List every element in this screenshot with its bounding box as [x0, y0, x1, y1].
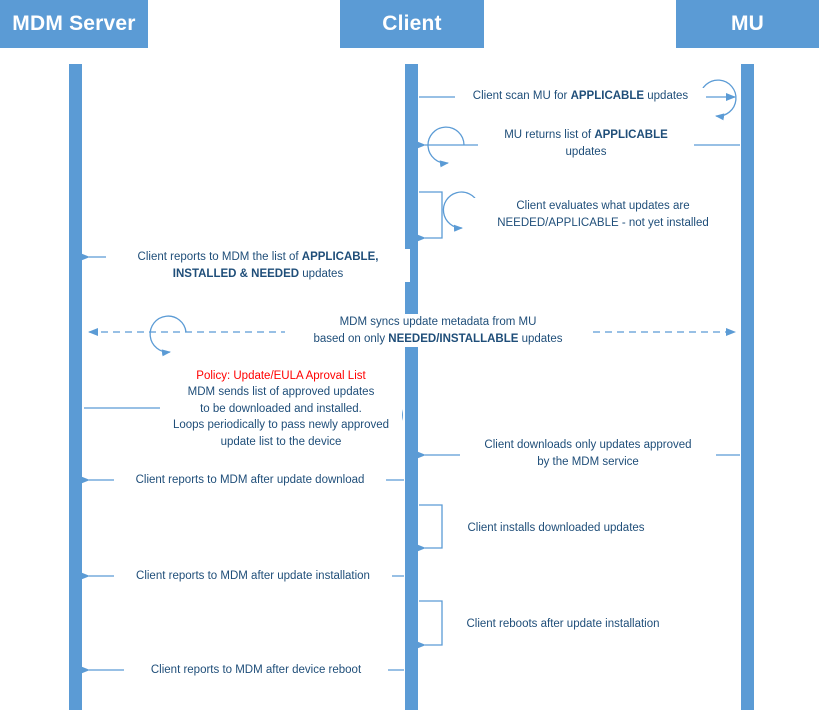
actor-label-mdm: MDM Server [12, 12, 136, 35]
message-arrow-m11 [416, 600, 443, 649]
message-arrow-m3 [416, 191, 479, 242]
actor-label-mu: MU [730, 12, 765, 35]
message-label-m11: Client reboots after update installation [452, 616, 674, 633]
message-arrow-m9 [416, 504, 443, 552]
message-label-m9: Client installs downloaded updates [450, 520, 662, 537]
message-label-m4: Client reports to MDM the list of APPLIC… [106, 249, 410, 283]
lifeline-mdm [69, 64, 82, 710]
actor-label-client: Client [382, 12, 442, 35]
lifeline-mu [741, 64, 754, 710]
policy-note-m6: Policy: Update/EULA Aproval List [178, 368, 384, 385]
message-label-m10: Client reports to MDM after update insta… [114, 568, 392, 585]
message-label-m12: Client reports to MDM after device reboo… [124, 662, 388, 679]
actor-header-mdm[interactable]: MDM Server [0, 0, 148, 48]
actor-header-mu[interactable]: MU [676, 0, 819, 48]
actor-header-client[interactable]: Client [340, 0, 484, 48]
message-label-m8: Client reports to MDM after update downl… [114, 472, 386, 489]
message-arrow-m5 [88, 315, 736, 357]
lifeline-client [405, 64, 418, 710]
message-label-m1: Client scan MU for APPLICABLE updates [455, 88, 706, 105]
